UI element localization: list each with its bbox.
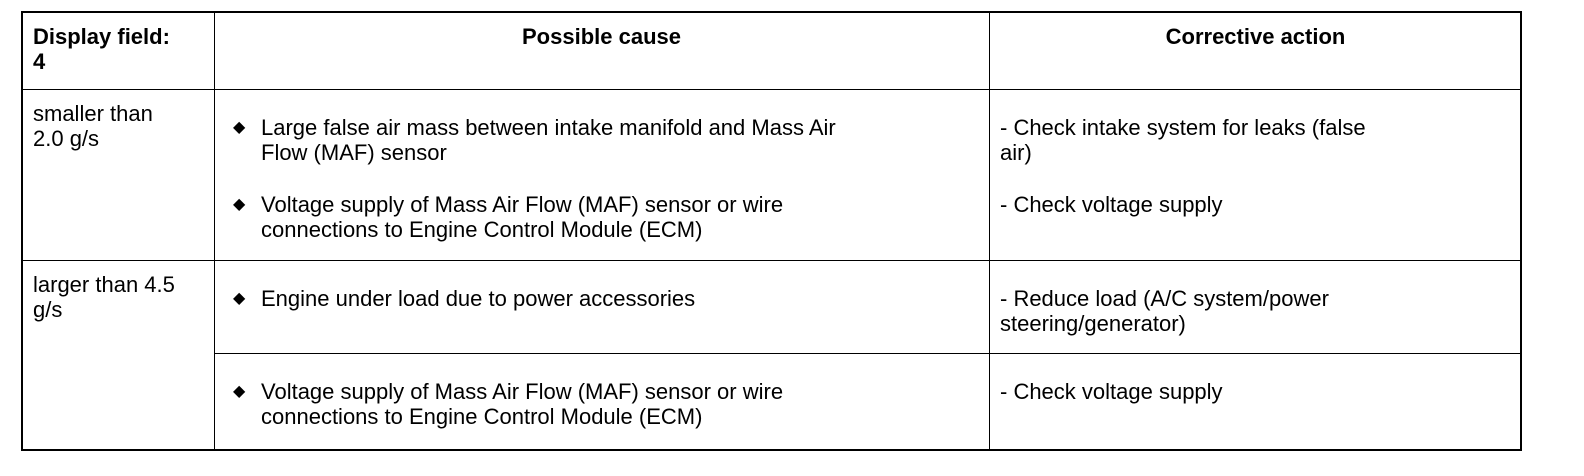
cause-line1: Engine under load due to power accessori… [261,286,696,311]
cause-line2: Flow (MAF) sensor [261,140,447,165]
header-display-field-line1: Display field: [33,24,170,49]
cause-line1: Large false air mass between intake mani… [261,115,836,140]
action-line2: steering/generator) [1000,311,1186,336]
cause-line1: Voltage supply of Mass Air Flow (MAF) se… [261,192,784,217]
cause-cell: Voltage supply of Mass Air Flow (MAF) se… [261,379,783,429]
cause-line1: Voltage supply of Mass Air Flow (MAF) se… [261,379,784,404]
display-value-line2: 2.0 g/s [33,126,100,151]
header-divider [23,89,1520,90]
column-divider [214,13,215,449]
header-display-field-line2: 4 [33,49,46,74]
action-line1: - Reduce load (A/C system/power [1000,286,1329,311]
cause-cell: Engine under load due to power accessori… [261,286,695,311]
header-possible-cause: Possible cause [522,24,681,49]
action-cell: - Check voltage supply [1000,379,1223,404]
diagnostic-table: Display field: 4 Possible cause Correcti… [21,11,1522,451]
bullet-icon: ◆ [233,196,246,213]
display-value-cell: smaller than 2.0 g/s [33,101,153,151]
cause-cell: Voltage supply of Mass Air Flow (MAF) se… [261,192,783,242]
column-divider [989,13,990,449]
cause-line2: connections to Engine Control Module (EC… [261,217,703,242]
cause-line2: connections to Engine Control Module (EC… [261,404,703,429]
display-value-cell: larger than 4.5 g/s [33,272,175,322]
group-divider [23,260,1520,261]
action-line1: - Check intake system for leaks (false [1000,115,1366,140]
header-corrective-action: Corrective action [1165,24,1346,49]
action-line2: air) [1000,140,1032,165]
bullet-icon: ◆ [233,119,246,136]
action-line1: - Check voltage supply [1000,379,1223,404]
display-value-line1: larger than 4.5 [33,272,175,297]
action-line1: - Check voltage supply [1000,192,1223,217]
display-value-line1: smaller than [33,101,153,126]
header-display-field: Display field: 4 [33,24,170,74]
bullet-icon: ◆ [233,383,246,400]
action-cell: - Check intake system for leaks (false a… [1000,115,1366,165]
bullet-icon: ◆ [233,290,246,307]
action-cell: - Reduce load (A/C system/power steering… [1000,286,1329,336]
display-value-line2: g/s [33,297,63,322]
action-cell: - Check voltage supply [1000,192,1223,217]
row-divider [214,353,1520,354]
cause-cell: Large false air mass between intake mani… [261,115,836,165]
